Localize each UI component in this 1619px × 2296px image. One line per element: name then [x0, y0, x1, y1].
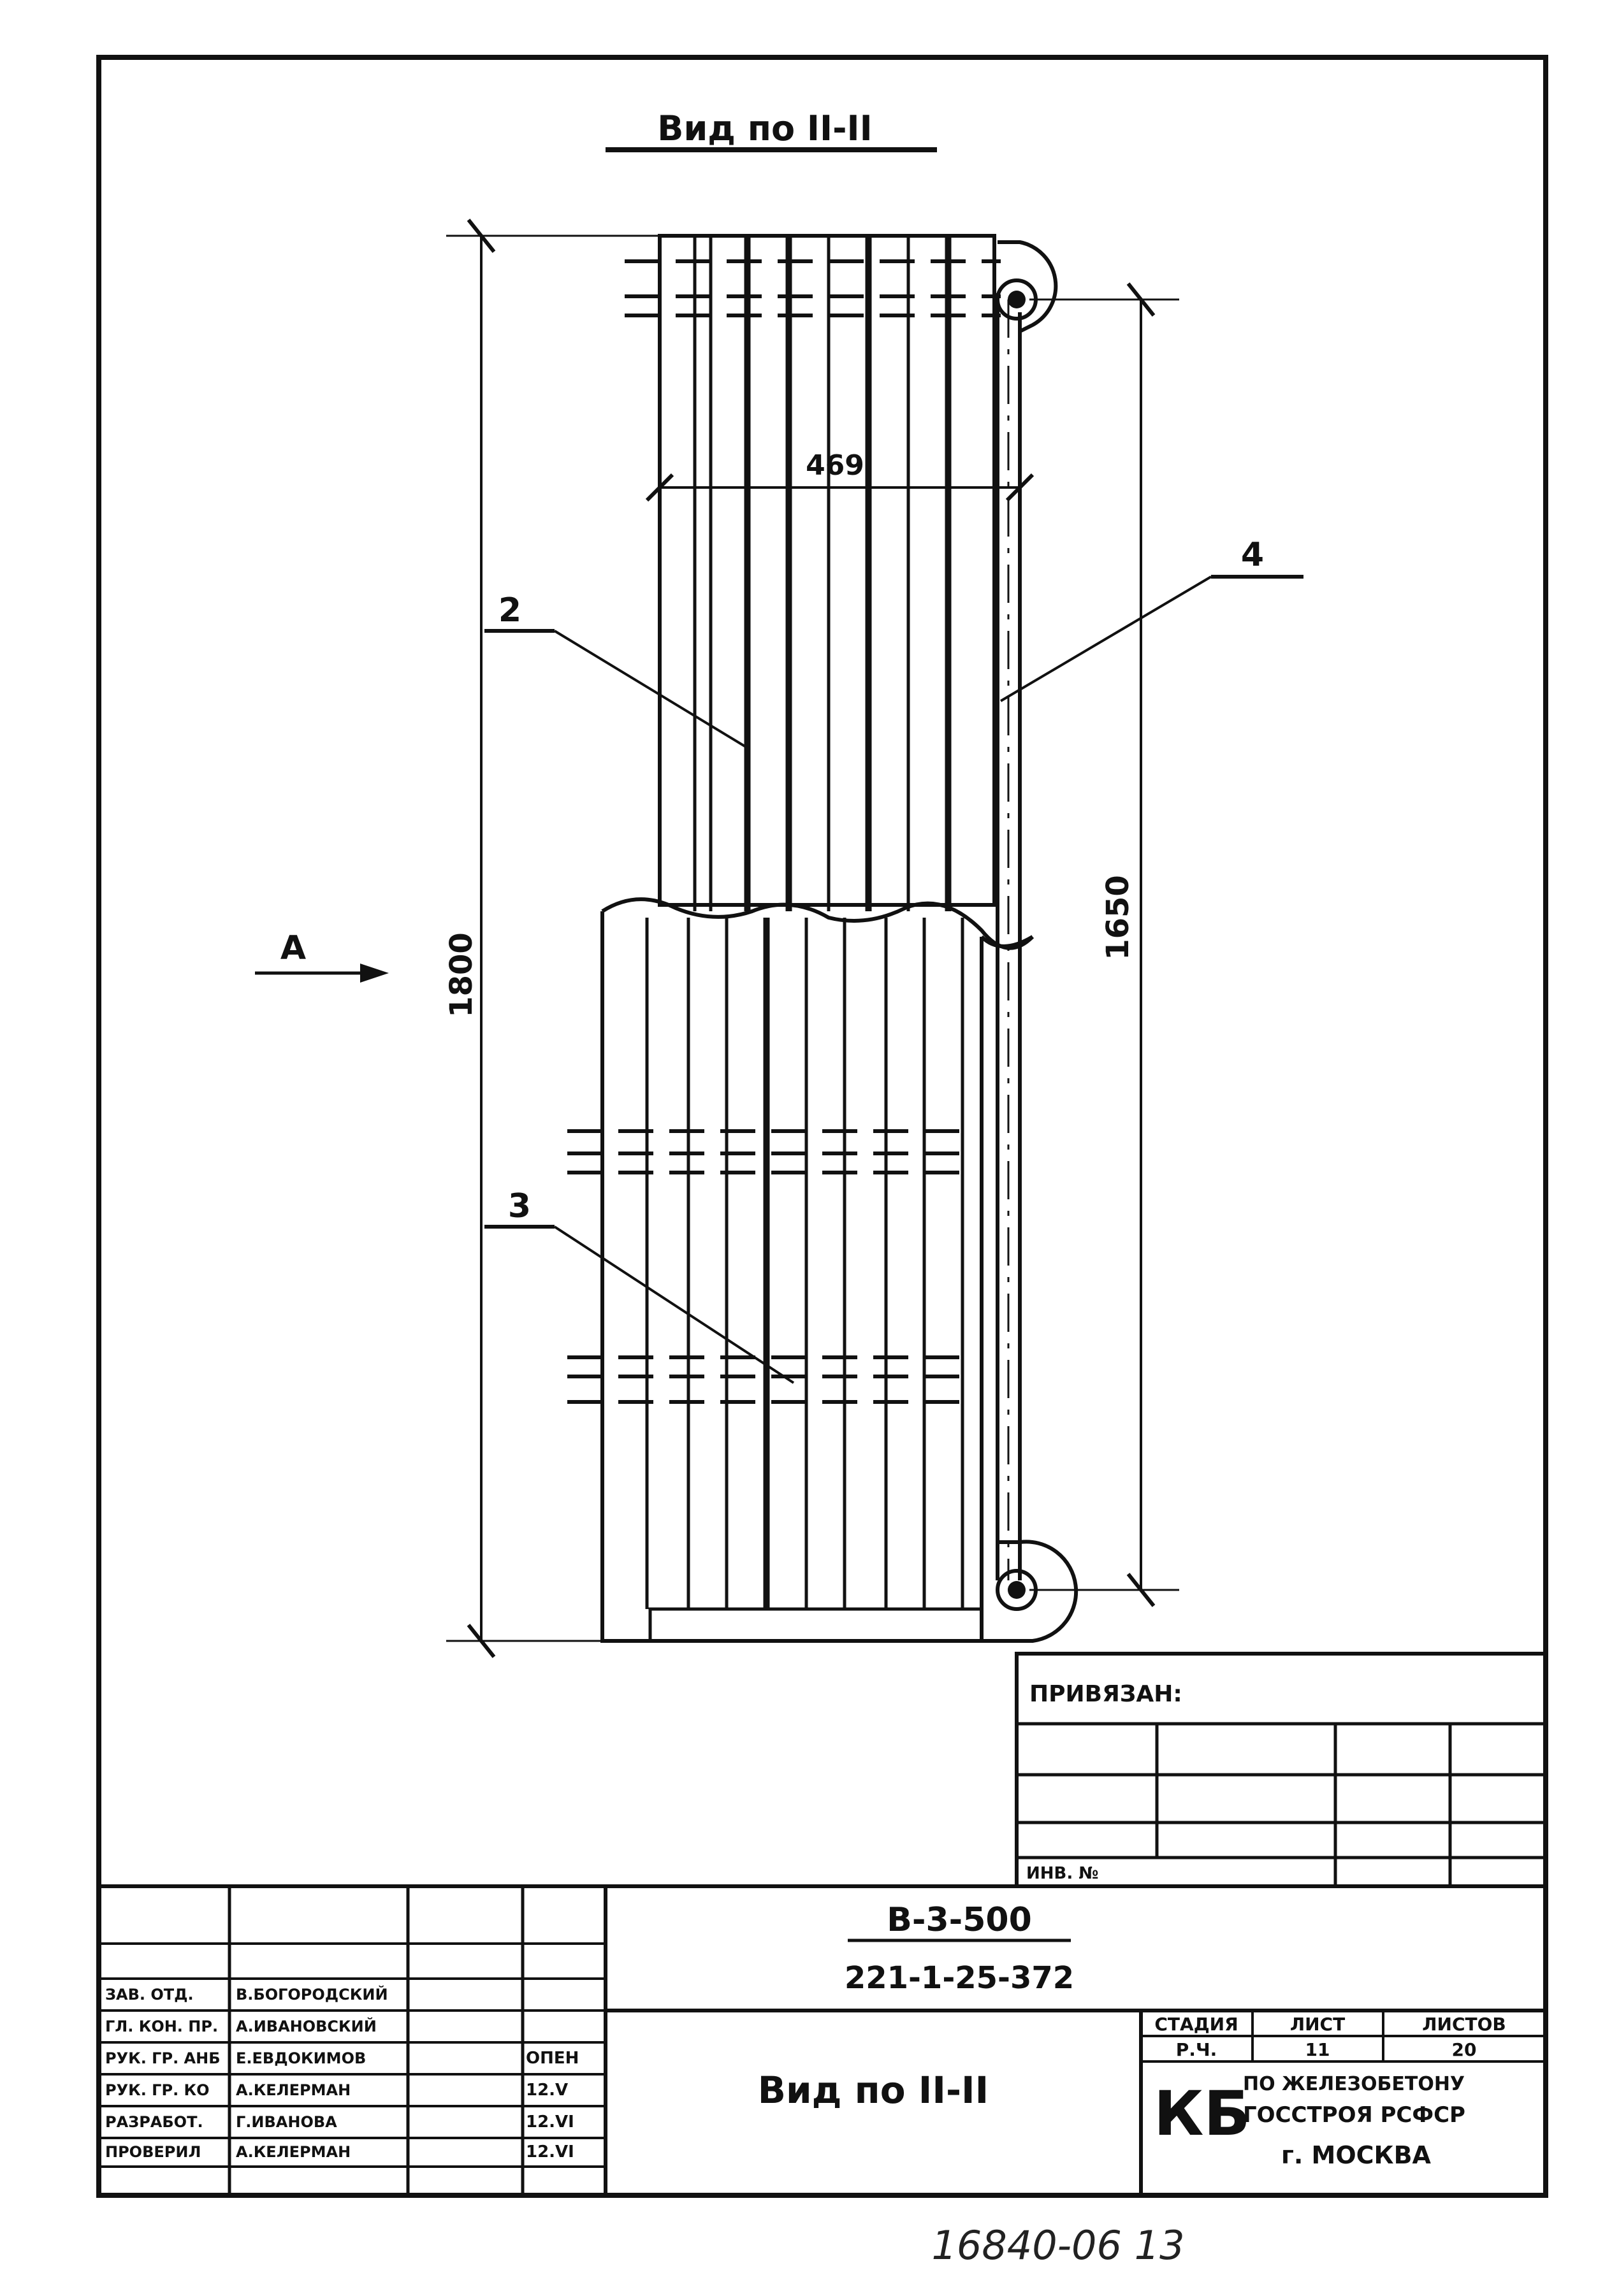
view-title: Вид по II-II: [657, 108, 872, 148]
svg-text:3: 3: [508, 1187, 531, 1225]
callout-item-4: 4: [999, 536, 1303, 702]
signature-date: 12.VI: [526, 2142, 574, 2162]
dimension-1800: 1800: [444, 219, 660, 1658]
svg-text:ПО ЖЕЛЕЗОБЕТОНУ: ПО ЖЕЛЕЗОБЕТОНУ: [1243, 2073, 1465, 2095]
hinge-top: [996, 240, 1058, 333]
designation-line-2: 221-1-25-372: [845, 1960, 1074, 1996]
lower-panel: [567, 911, 984, 1643]
callout-item-2: 2: [484, 591, 750, 750]
binding-block: ПРИВЯЗАН: ИНВ. №: [1015, 1652, 1548, 1888]
break-line: [601, 897, 1035, 950]
title-block: ЗАВ. ОТД. В.БОГОРОДСКИЙ ГЛ. КОН. ПР. А.ИВАН…: [97, 1884, 1548, 2197]
signature-role: РУК. ГР. АНБ: [105, 2049, 221, 2067]
signature-date: ОПЕН: [526, 2049, 579, 2068]
signature-name: Е.ЕВДОКИМОВ: [236, 2049, 366, 2067]
svg-text:4: 4: [1241, 536, 1264, 574]
signature-name: А.КЕЛЕРМАН: [236, 2143, 351, 2161]
svg-text:A: A: [280, 929, 306, 967]
signature-name: А.ИВАНОВСКИЙ: [236, 2017, 377, 2035]
signature-role: РАЗРАБОТ.: [105, 2113, 203, 2131]
upper-panel: [625, 234, 1001, 911]
svg-text:20: 20: [1452, 2039, 1477, 2060]
svg-text:11: 11: [1305, 2039, 1330, 2060]
svg-text:1650: 1650: [1100, 875, 1136, 960]
hinge-post: [980, 293, 1034, 1580]
signature-date: 12.VI: [526, 2112, 574, 2132]
sheet-title: Вид по II-II: [758, 2069, 989, 2112]
dimension-469: 469: [645, 449, 1035, 502]
signature-role: РУК. ГР. КО: [105, 2081, 210, 2099]
signature-date: 12.V: [526, 2081, 568, 2100]
section-arrow-a: A: [255, 929, 389, 983]
signature-role: ПРОВЕРИЛ: [105, 2143, 201, 2161]
archive-number: 16840-06 13: [931, 2222, 1184, 2269]
callout-item-3: 3: [484, 1187, 795, 1384]
signature-name: Г.ИВАНОВА: [236, 2113, 337, 2131]
org-logo: КБ: [1154, 2078, 1251, 2149]
svg-text:2: 2: [498, 591, 521, 630]
svg-text:г. МОСКВА: г. МОСКВА: [1281, 2141, 1432, 2169]
signature-role: ЗАВ. ОТД.: [105, 1986, 194, 2004]
sheet-frame: [96, 55, 1548, 2198]
svg-text:1800: 1800: [444, 932, 479, 1018]
svg-text:СТАДИЯ: СТАДИЯ: [1154, 2014, 1238, 2035]
svg-text:ЛИСТ: ЛИСТ: [1290, 2014, 1345, 2035]
signature-name: В.БОГОРОДСКИЙ: [236, 1985, 388, 2004]
svg-text:ГОССТРОЯ РСФСР: ГОССТРОЯ РСФСР: [1243, 2102, 1465, 2128]
svg-text:469: 469: [806, 449, 864, 482]
svg-text:Р.Ч.: Р.Ч.: [1176, 2039, 1217, 2060]
inv-label: ИНВ. №: [1026, 1864, 1099, 1883]
designation-line-1: В-3-500: [887, 1901, 1032, 1939]
svg-text:ЛИСТОВ: ЛИСТОВ: [1422, 2014, 1506, 2035]
signature-role: ГЛ. КОН. ПР.: [105, 2018, 218, 2035]
binding-title: ПРИВЯЗАН:: [1029, 1681, 1182, 1707]
dimension-1650: 1650: [1029, 282, 1179, 1607]
signature-name: А.КЕЛЕРМАН: [236, 2081, 351, 2099]
